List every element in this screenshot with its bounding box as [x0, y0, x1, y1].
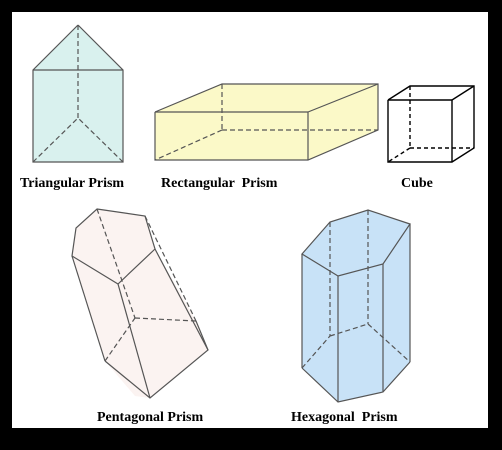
cube-label: Cube	[401, 176, 433, 191]
cube	[387, 85, 475, 163]
triangular-prism-label: Triangular Prism	[20, 176, 125, 191]
hexagonal-prism	[301, 209, 411, 403]
pentagonal-prism-label: Pentagonal Prism	[97, 410, 204, 425]
pentagonal-prism	[71, 208, 209, 399]
rectangular-prism-label: Rectangular Prism	[161, 176, 278, 191]
triangular-prism	[32, 24, 124, 163]
hexagonal-prism-label: Hexagonal Prism	[291, 410, 398, 425]
rectangular-prism	[154, 83, 379, 161]
